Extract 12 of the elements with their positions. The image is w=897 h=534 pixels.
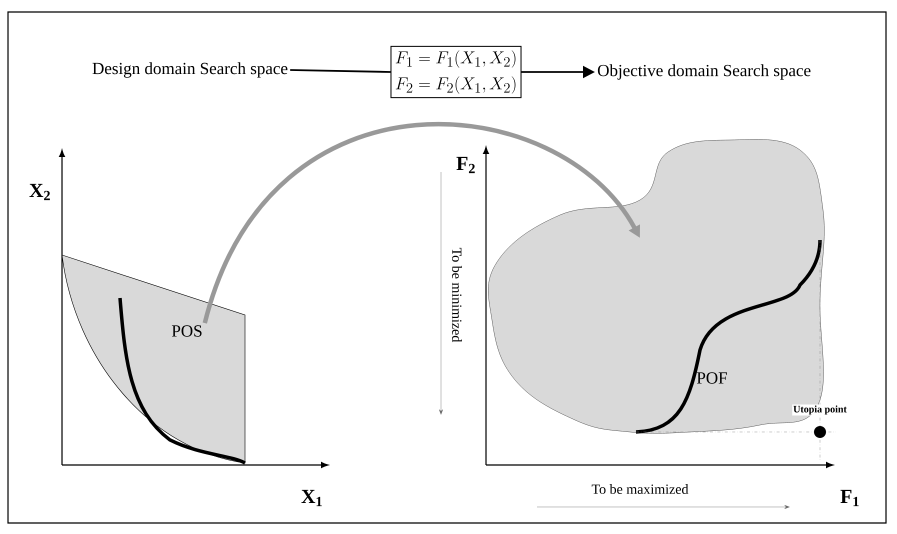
axis-label: F$_{2}$ xyxy=(456,156,475,174)
axis-label: X$_{1}$ xyxy=(301,490,322,506)
axis-label: F$_{1}$ xyxy=(840,490,859,506)
formula-box: $F_1 = F_1(X_1, X_2)$ $F_2 = F_2(X_1, X_2)$ xyxy=(390,46,522,98)
feasible-region: POS xyxy=(62,254,246,465)
axis-note: To be maximized xyxy=(592,484,688,494)
point-label: Utopia point xyxy=(792,404,848,416)
axis-note: To be minimized xyxy=(452,248,462,342)
axis-label: X$_{2}$ xyxy=(29,184,50,200)
domain-label: Objective domain Search space xyxy=(598,64,810,80)
arrow xyxy=(202,122,640,324)
domain-label: Design domain Search space xyxy=(92,62,288,78)
